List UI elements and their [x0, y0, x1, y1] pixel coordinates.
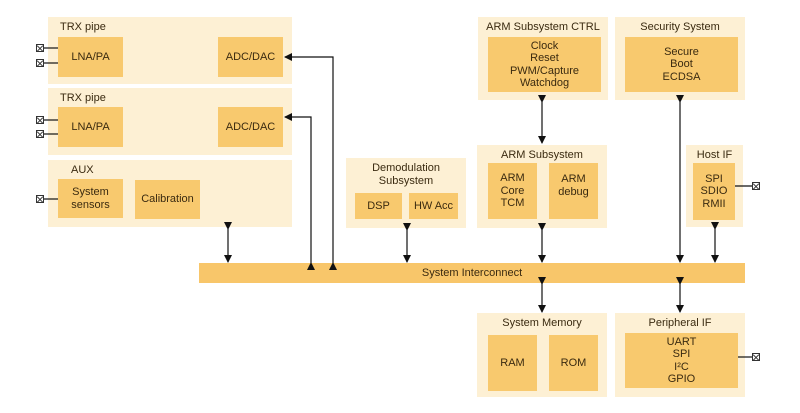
ecdsa-label: ECDSA: [662, 70, 701, 83]
host-spi-label: SPI: [705, 172, 723, 185]
trx-1-lna-pa-block: LNA/PA: [58, 37, 123, 77]
arm-core-line-1: ARM: [500, 172, 525, 185]
trx-2-lna-pa-block: LNA/PA: [58, 107, 123, 147]
trx-1-adc-label: ADC/DAC: [225, 50, 276, 63]
demodulation-title: Demodulation Subsystem: [346, 162, 466, 187]
trx-1-lna-label: LNA/PA: [71, 50, 110, 63]
arm-ctrl-title: ARM Subsystem CTRL: [486, 21, 600, 33]
system-interconnect-label: System Interconnect: [421, 267, 523, 279]
trx-2-adc-label: ADC/DAC: [225, 120, 276, 133]
rom-label: ROM: [560, 356, 587, 369]
host-if-block: SPI SDIO RMII: [693, 163, 735, 220]
arm-core-block: ARM Core TCM: [488, 163, 537, 219]
system-sensors-line-2: sensors: [71, 198, 110, 211]
clock-label: Clock: [530, 39, 559, 52]
arm-debug-line-1: ARM: [561, 173, 586, 185]
aux-title: AUX: [71, 164, 94, 176]
system-interconnect-bus: System Interconnect: [199, 263, 745, 283]
trx-2-adc-dac-block: ADC/DAC: [218, 107, 283, 147]
security-title: Security System: [640, 21, 720, 33]
i2c-label: I²C: [674, 360, 689, 373]
ram-label: RAM: [500, 356, 525, 369]
hw-acc-label: HW Acc: [413, 199, 454, 212]
calibration-block: Calibration: [135, 180, 200, 219]
arm-subsystem-title: ARM Subsystem: [501, 149, 583, 161]
calibration-label: Calibration: [141, 193, 194, 206]
boot-label: Boot: [670, 58, 693, 71]
watchdog-label: Watchdog: [519, 77, 570, 89]
pwm-capture-label: PWM/Capture: [509, 64, 580, 77]
uart-label: UART: [666, 335, 697, 348]
arm-ctrl-block: Clock Reset PWM/Capture Watchdog: [488, 37, 601, 92]
dsp-label: DSP: [367, 199, 390, 212]
system-sensors-block: System sensors: [58, 179, 123, 218]
host-sdio-label: SDIO: [700, 185, 728, 198]
demodulation-title-line-1: Demodulation: [372, 162, 440, 174]
secure-label: Secure: [664, 45, 699, 58]
ram-block: RAM: [488, 335, 537, 391]
trx-1-pin-1-connector-icon: [36, 44, 44, 52]
host-if-title: Host IF: [696, 149, 733, 161]
trx-2-pin-2-connector-icon: [36, 130, 44, 138]
adc-1-bus-arrow: [284, 53, 337, 270]
hw-acc-block: HW Acc: [409, 193, 458, 219]
reset-label: Reset: [530, 52, 559, 64]
peripheral-if-block: UART SPI I²C GPIO: [625, 333, 738, 388]
host-if-pin-connector-icon: [752, 182, 760, 190]
trx-2-pin-1-connector-icon: [36, 116, 44, 124]
peripheral-if-pin-connector-icon: [752, 353, 760, 361]
trx-1-adc-dac-block: ADC/DAC: [218, 37, 283, 77]
rom-block: ROM: [549, 335, 598, 391]
dsp-block: DSP: [355, 193, 402, 219]
arm-core-line-3: TCM: [500, 197, 525, 210]
secure-boot-block: Secure Boot ECDSA: [625, 37, 738, 92]
trx-pipe-2-title: TRX pipe: [60, 92, 106, 104]
arm-debug-line-2: debug: [558, 185, 589, 198]
host-rmii-label: RMII: [702, 197, 726, 210]
arm-core-line-2: Core: [500, 184, 525, 197]
trx-1-pin-2-connector-icon: [36, 59, 44, 67]
system-sensors-line-1: System: [72, 186, 109, 198]
gpio-label: GPIO: [667, 373, 696, 385]
peripheral-if-title: Peripheral IF: [648, 317, 712, 329]
aux-pin-connector-icon: [36, 195, 44, 203]
trx-pipe-1-title: TRX pipe: [60, 21, 106, 33]
periph-spi-label: SPI: [672, 348, 691, 360]
arm-debug-block: ARM debug: [549, 163, 598, 219]
trx-2-lna-label: LNA/PA: [71, 120, 110, 133]
demodulation-title-line-2: Subsystem: [378, 174, 434, 187]
system-memory-title: System Memory: [502, 317, 582, 329]
